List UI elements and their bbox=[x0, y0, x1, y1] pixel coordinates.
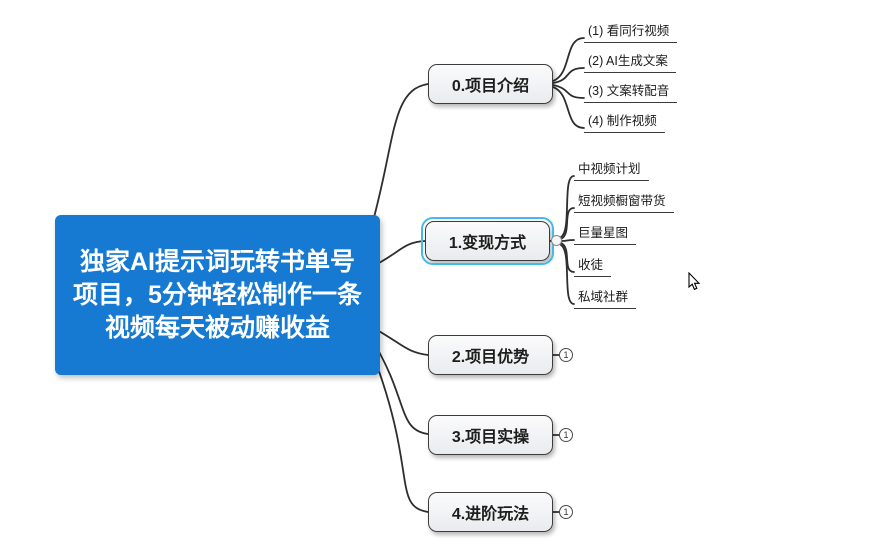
connector-branch1-child0 bbox=[560, 175, 575, 238]
branch-topic-1[interactable]: 1.变现方式 bbox=[421, 217, 554, 265]
subtopic-1-4[interactable]: 私域社群 bbox=[574, 286, 637, 309]
branch-topic-1-label: 1.变现方式 bbox=[448, 235, 527, 252]
connector-branch1-child4 bbox=[560, 244, 575, 305]
connector-root-branch3 bbox=[373, 342, 429, 435]
branch-topic-0-label: 0.项目介绍 bbox=[451, 78, 530, 95]
connector-branch0-child0 bbox=[552, 37, 585, 82]
connector-branch0-child3 bbox=[552, 86, 585, 129]
branch-1-expand-handle[interactable] bbox=[551, 235, 562, 246]
branch-topic-2-label: 2.项目优势 bbox=[451, 349, 530, 366]
branch-2-collapse-badge[interactable]: 1 bbox=[559, 348, 573, 362]
branch-topic-4[interactable]: 4.进阶玩法 bbox=[428, 492, 553, 532]
subtopic-0-0[interactable]: (1) 看同行视频 bbox=[584, 20, 678, 43]
subtopic-1-2[interactable]: 巨量星图 bbox=[574, 222, 637, 245]
subtopic-1-1[interactable]: 短视频橱窗带货 bbox=[574, 190, 674, 213]
subtopic-0-1[interactable]: (2) AI生成文案 bbox=[584, 50, 676, 73]
connector-root-branch2 bbox=[376, 329, 429, 356]
mouse-cursor-icon bbox=[688, 272, 701, 291]
subtopic-1-0[interactable]: 中视频计划 bbox=[574, 158, 649, 181]
branch-4-collapse-badge[interactable]: 1 bbox=[559, 505, 573, 519]
subtopic-0-2[interactable]: (3) 文案转配音 bbox=[584, 80, 678, 103]
root-topic[interactable]: 独家AI提示词玩转书单号项目，5分钟轻松制作一条视频每天被动赚收益 bbox=[55, 215, 380, 375]
subtopic-0-3[interactable]: (4) 制作视频 bbox=[584, 110, 665, 133]
connector-branch0-child1 bbox=[552, 67, 585, 84]
connector-branch1-child1 bbox=[560, 207, 575, 240]
connector-branch1-child3 bbox=[560, 242, 575, 273]
connector-root-branch1 bbox=[376, 240, 426, 265]
branch-3-collapse-badge[interactable]: 1 bbox=[559, 428, 573, 442]
branch-topic-3-label: 3.项目实操 bbox=[451, 429, 530, 446]
branch-topic-3[interactable]: 3.项目实操 bbox=[428, 415, 553, 455]
connector-branch0-child2 bbox=[552, 84, 585, 99]
connector-root-branch4 bbox=[371, 351, 429, 513]
connector-branch1-child2 bbox=[561, 239, 575, 242]
connector-root-branch0 bbox=[369, 83, 429, 233]
root-topic-label: 独家AI提示词玩转书单号项目，5分钟轻松制作一条视频每天被动赚收益 bbox=[73, 247, 362, 342]
branch-topic-2[interactable]: 2.项目优势 bbox=[428, 335, 553, 375]
branch-topic-0[interactable]: 0.项目介绍 bbox=[428, 64, 553, 104]
branch-topic-4-label: 4.进阶玩法 bbox=[451, 506, 530, 523]
subtopic-1-3[interactable]: 收徒 bbox=[574, 254, 612, 277]
